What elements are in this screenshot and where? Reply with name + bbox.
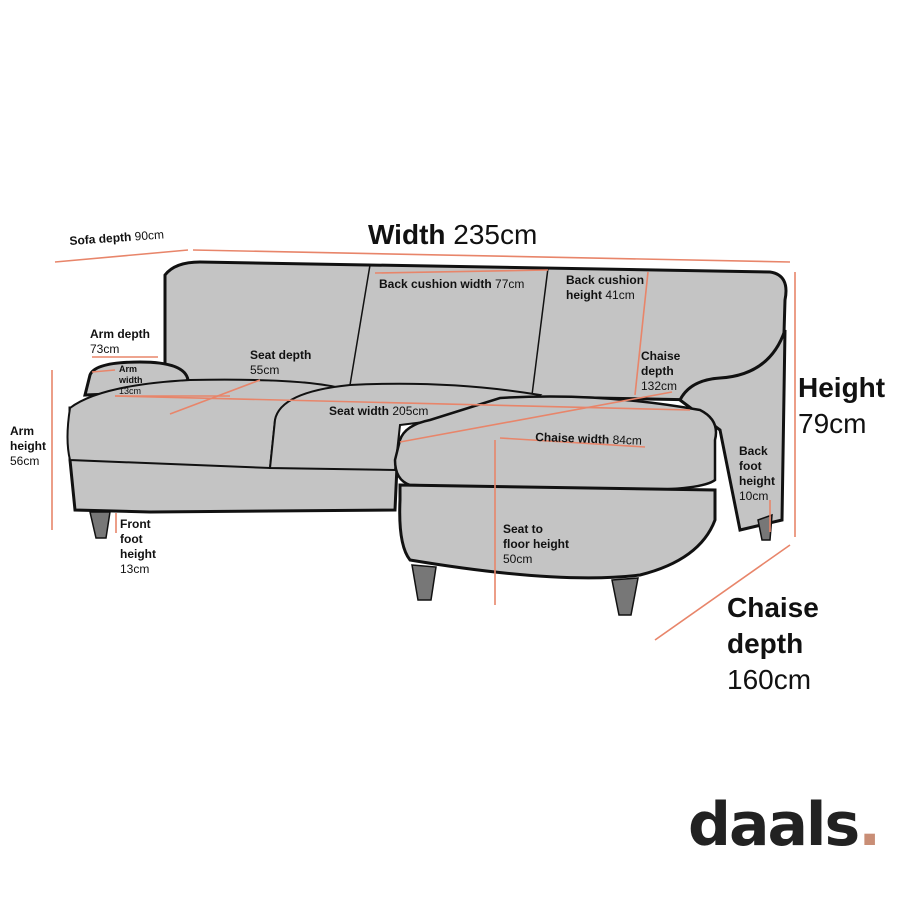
arm-height-name1: Arm: [10, 424, 35, 438]
height-name: Height: [798, 372, 886, 403]
chaise-width-name: Chaise width: [535, 430, 610, 447]
brand-logo: daals.: [688, 790, 881, 860]
chaise-depth-total-name2: depth: [727, 628, 804, 659]
back-cushion-width-label: Back cushion width 77cm: [379, 277, 524, 292]
front-foot-height-name3: height: [120, 547, 156, 561]
front-foot-height-value: 13cm: [120, 562, 150, 576]
chaise-seat-depth-value: 132cm: [641, 379, 678, 393]
arm-height-value: 56cm: [10, 454, 40, 468]
sofa-depth-value: 90cm: [134, 227, 165, 244]
sofa-depth-name: Sofa depth: [68, 229, 132, 249]
brand-name: daals: [688, 790, 860, 860]
back-cushion-height-name2: height: [566, 288, 602, 302]
measure-lines: [51, 249, 796, 641]
leg-chaise-right: [611, 577, 639, 616]
height-value: 79cm: [798, 408, 867, 439]
chaise-depth-total-value: 160cm: [727, 664, 812, 695]
back-foot-height-value: 10cm: [739, 489, 769, 503]
back-cushion-width-value: 77cm: [495, 277, 525, 291]
width-value: 235cm: [453, 219, 538, 250]
seat-to-floor-value: 50cm: [503, 552, 533, 566]
arm-width-name1: Arm: [119, 364, 138, 374]
seat-width-value: 205cm: [392, 404, 429, 418]
chaise-seat-depth-name2: depth: [641, 364, 674, 378]
chaise-base: [398, 483, 717, 580]
back-cushion-height-name1: Back cushion: [566, 273, 645, 287]
sofa-back: [163, 260, 788, 402]
seat-depth-name: Seat depth: [250, 348, 312, 362]
chaise-seat-depth-name1: Chaise: [641, 349, 681, 363]
width-label: Width 235cm: [368, 218, 537, 252]
seat-depth-value: 55cm: [250, 363, 280, 377]
arm-width-value: 13cm: [119, 386, 142, 396]
back-cushion-height-value: 41cm: [605, 288, 635, 302]
chaise-depth-total-label: Chaise depth 160cm: [727, 590, 819, 698]
chaise-depth-total-name1: Chaise: [727, 592, 819, 623]
back-foot-height-name3: height: [739, 474, 775, 488]
leg-back-right: [757, 513, 773, 541]
right-arm: [678, 329, 787, 532]
seat-width-name: Seat width: [329, 404, 390, 418]
back-cushion-width-name: Back cushion width: [379, 277, 492, 291]
back-foot-height-name2: foot: [739, 459, 762, 473]
front-foot-height-name1: Front: [120, 517, 151, 531]
seat-width-label: Seat width 205cm: [329, 404, 428, 419]
width-name: Width: [368, 219, 446, 250]
arm-depth-value: 73cm: [90, 342, 120, 356]
back-foot-height-name1: Back: [739, 444, 768, 458]
height-label: Height 79cm: [798, 370, 885, 442]
front-foot-height-name2: foot: [120, 532, 143, 546]
arm-depth-name: Arm depth: [90, 327, 150, 341]
seat-to-floor-name2: floor height: [503, 537, 569, 551]
chaise-width-value: 84cm: [612, 432, 643, 448]
arm-height-name2: height: [10, 439, 46, 453]
seat-to-floor-name1: Seat to: [503, 522, 544, 536]
brand-dot: .: [858, 790, 881, 860]
arm-width-name2: width: [119, 375, 143, 385]
leg-front-left: [89, 511, 111, 539]
leg-chaise-left: [411, 564, 437, 601]
